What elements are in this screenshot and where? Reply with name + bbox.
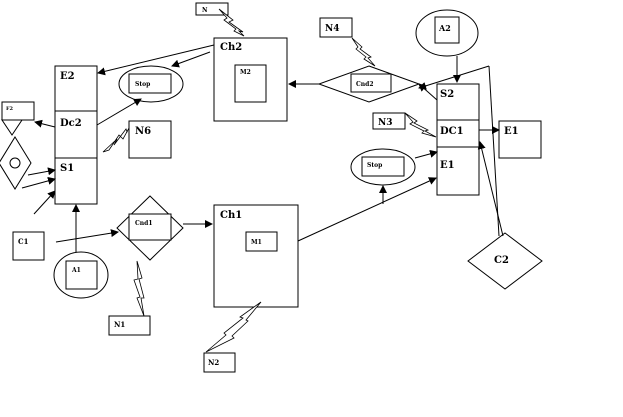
a1-node: A1 bbox=[53, 251, 109, 299]
c1-label: C1 bbox=[18, 237, 29, 246]
arrow-into-s1 bbox=[33, 190, 56, 215]
e1-right-node: E1 bbox=[498, 120, 542, 159]
right-block-frame bbox=[436, 83, 480, 196]
n2-label: N2 bbox=[208, 358, 219, 367]
cnd1-node: Cnd1 bbox=[116, 195, 184, 261]
n4-lightning-icon bbox=[351, 37, 376, 67]
n2-lightning-icon bbox=[205, 301, 262, 353]
line-c2-up bbox=[488, 65, 500, 237]
arrow-c1-to-cnd1 bbox=[55, 229, 119, 243]
f2-label: F2 bbox=[6, 106, 14, 112]
arrow-dc2-to-f2 bbox=[34, 119, 56, 128]
arrow-into-s1 bbox=[21, 176, 56, 189]
n6-lightning-icon bbox=[102, 127, 130, 153]
n6-label: N6 bbox=[135, 126, 151, 137]
a2-box bbox=[434, 16, 460, 44]
n1-node: N1 bbox=[108, 315, 151, 336]
cnd2-box bbox=[350, 73, 392, 93]
e1-block-label: E1 bbox=[440, 160, 455, 171]
stop-mid-node: Stop bbox=[350, 148, 416, 186]
n1-box bbox=[108, 315, 151, 336]
c1-box bbox=[12, 231, 45, 261]
n3-node: N3 bbox=[372, 112, 406, 130]
n4-label: N4 bbox=[325, 24, 340, 34]
ch1-node: Ch1 M1 bbox=[213, 204, 299, 308]
dc2-label: Dc2 bbox=[60, 118, 82, 129]
e1-right-box bbox=[498, 120, 542, 159]
c2-node: C2 bbox=[467, 232, 543, 290]
n3-label: N3 bbox=[378, 118, 393, 128]
n2-box bbox=[203, 352, 236, 373]
m2-box bbox=[234, 64, 267, 103]
f2-triangle bbox=[1, 119, 23, 136]
cnd1-box bbox=[128, 213, 172, 241]
n2-node: N2 bbox=[203, 352, 236, 373]
m1-label: M1 bbox=[251, 239, 262, 246]
cnd2-label: Cnd2 bbox=[356, 81, 374, 88]
arrow-c2-to-dc1 bbox=[477, 141, 504, 237]
stop-top-box bbox=[128, 73, 172, 94]
n4-box bbox=[319, 17, 353, 38]
stop-mid-label: Stop bbox=[367, 162, 382, 169]
m1-box bbox=[245, 231, 278, 252]
stop-top-label: Stop bbox=[135, 81, 150, 88]
s1-label: S1 bbox=[60, 163, 74, 174]
n6-node: N6 bbox=[128, 120, 172, 159]
n3-lightning-icon bbox=[404, 112, 437, 138]
n1-lightning-icon bbox=[133, 260, 145, 317]
a2-node: A2 bbox=[415, 9, 479, 57]
n-top-box bbox=[195, 2, 229, 16]
m2-label: M2 bbox=[240, 69, 251, 76]
cnd2-node: Cnd2 bbox=[317, 65, 421, 103]
e2-label: E2 bbox=[60, 71, 75, 82]
left-block-frame bbox=[54, 65, 98, 205]
ch1-box bbox=[213, 204, 299, 308]
e1-right-label: E1 bbox=[504, 126, 519, 137]
arrow-s2-to-cnd2 bbox=[418, 83, 438, 101]
ch2-node: Ch2 M2 bbox=[213, 37, 288, 122]
n4-node: N4 bbox=[319, 17, 353, 38]
n6-box bbox=[128, 120, 172, 159]
arrow-ch2-to-stop bbox=[171, 51, 211, 68]
n-top-node: N bbox=[195, 2, 229, 16]
sensor-circle bbox=[9, 157, 21, 169]
s2-label: S2 bbox=[440, 89, 454, 100]
sensor-diamond bbox=[0, 136, 32, 190]
n1-label: N1 bbox=[114, 320, 125, 329]
n-top-label: N bbox=[202, 7, 208, 14]
stop-mid-box bbox=[361, 156, 405, 177]
arrow-into-s1 bbox=[27, 167, 56, 176]
ch1-label: Ch1 bbox=[220, 210, 242, 221]
a1-label: A1 bbox=[71, 267, 81, 274]
arrow-ch2-to-e2 bbox=[97, 44, 215, 76]
cnd1-label: Cnd1 bbox=[135, 220, 153, 227]
c2-label: C2 bbox=[494, 255, 509, 266]
dc1-label: DC1 bbox=[440, 126, 464, 137]
arrow-dc2-to-stop bbox=[96, 98, 142, 126]
stop-top-node: Stop bbox=[118, 65, 184, 103]
n3-box bbox=[372, 112, 406, 130]
left-block: E2 Dc2 S1 bbox=[54, 65, 98, 205]
n-top-lightning-icon bbox=[218, 8, 245, 37]
right-block: S2 DC1 E1 bbox=[436, 83, 480, 196]
a1-box bbox=[65, 260, 98, 290]
a2-label: A2 bbox=[438, 23, 451, 33]
ch2-label: Ch2 bbox=[220, 42, 242, 53]
arrow-stop-to-e1 bbox=[414, 149, 438, 159]
arrow-ch1-to-e1 bbox=[297, 177, 437, 242]
f2-node: F2 bbox=[1, 101, 35, 136]
arrow-c2-to-cnd2 bbox=[418, 65, 490, 90]
c2-diamond bbox=[467, 232, 543, 290]
c1-node: C1 bbox=[12, 231, 45, 261]
